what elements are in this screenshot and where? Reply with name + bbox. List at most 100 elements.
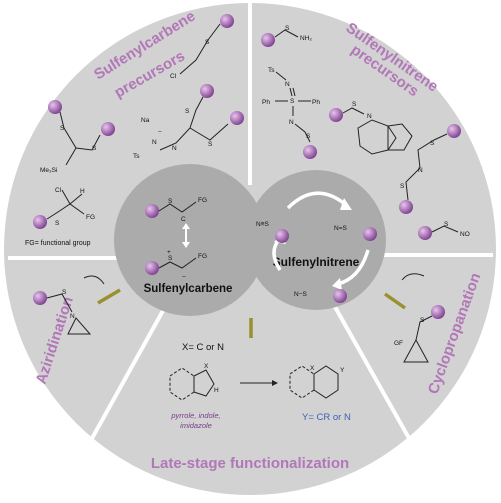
substituent-atom — [447, 124, 461, 138]
reaction-arrow — [240, 380, 278, 386]
nitrene-cycle: N≡S N=S N−S — [256, 191, 377, 303]
atom-label: S — [55, 220, 60, 227]
nitrene-precursor-norbornadiene: S N — [329, 101, 413, 155]
substituent-atom — [275, 229, 289, 243]
atom-label: N=S — [334, 225, 347, 232]
atom-label: Ph — [262, 99, 270, 106]
carbene-precursor-chloro: S Cl H FG FG= functional group — [25, 187, 95, 247]
substituent-atom — [261, 33, 275, 47]
atom-label: S — [208, 141, 213, 148]
substituent-atom — [101, 122, 115, 136]
atom-label: X — [204, 363, 209, 370]
atom-label: S — [306, 133, 311, 140]
atom-label: S — [444, 221, 449, 228]
carbene-molecule-bottom: S FG + − — [145, 249, 207, 281]
carbene-molecule-top: S FG C — [145, 197, 207, 223]
atom-label: S — [430, 140, 435, 147]
atom-label: Cl — [170, 73, 177, 80]
carbene-arrow — [182, 223, 190, 248]
atom-label: N — [70, 313, 75, 320]
atom-label: S — [185, 108, 190, 115]
nitrene-precursor-sulfenamide: S NH₂ — [261, 25, 312, 47]
carbene-circle — [114, 164, 266, 316]
atom-label: C — [181, 216, 186, 223]
atom-label: − — [158, 129, 162, 136]
substituent-atom — [48, 100, 62, 114]
substituent-atom — [329, 108, 343, 122]
atom-label: NH₂ — [300, 35, 312, 42]
nitrene-precursor-thionitrite: S NO — [418, 221, 470, 240]
y-label: Y= CR or N — [302, 412, 351, 423]
atom-label: − — [182, 274, 186, 281]
x-label: X= C or N — [182, 342, 224, 353]
substituent-atom — [33, 215, 47, 229]
atom-label: S — [168, 255, 173, 262]
atom-label: FG — [198, 253, 207, 260]
substituent-atom — [303, 145, 317, 159]
atom-label: S — [420, 317, 425, 324]
carbene-label: Sulfenylcarbene — [144, 283, 233, 295]
atom-label: + — [167, 249, 171, 256]
atom-label: NO — [460, 231, 470, 238]
atom-label: FG — [86, 214, 95, 221]
nitrene-label: Sulfenylnitrene — [273, 255, 360, 269]
substituent-atom — [145, 261, 159, 275]
fg-note: FG= functional group — [25, 240, 91, 247]
substituent-atom — [399, 200, 413, 214]
heteroarene-structure: X H — [169, 363, 219, 401]
substituent-atom — [333, 289, 347, 303]
atom-label: S — [60, 125, 65, 132]
azine-structure: X Y — [289, 365, 345, 399]
atom-label: X — [310, 365, 315, 372]
atom-label: S — [62, 289, 67, 296]
substituent-atom — [33, 291, 47, 305]
atom-label: S — [168, 198, 173, 205]
substituent-atom — [230, 111, 244, 125]
atom-label: N≡S — [256, 221, 269, 228]
carbene-precursor-chloride: S Cl — [170, 14, 234, 80]
atom-label: GF — [394, 340, 403, 347]
atom-label: N — [418, 167, 423, 174]
title-late-stage: Late-stage functionalization — [151, 455, 349, 472]
connector-cyclopropanation — [383, 292, 407, 310]
atom-label: Na — [141, 117, 150, 124]
atom-label: N — [289, 119, 294, 126]
atom-label: Y — [340, 367, 345, 374]
substituent-atom — [418, 226, 432, 240]
nitrene-precursor-disulfide: S N S — [399, 124, 461, 214]
atom-label: Cl — [55, 187, 62, 194]
atom-label: S — [400, 183, 405, 190]
atom-label: H — [80, 188, 85, 195]
segment-dividers — [8, 3, 493, 461]
atom-label: N — [152, 139, 157, 146]
atom-label: FG — [198, 197, 207, 204]
atom-label: Ts — [268, 67, 275, 74]
atom-label: Me₃Si — [40, 167, 57, 174]
atom-label: Ph — [312, 99, 320, 106]
substituent-atom — [431, 305, 445, 319]
substituent-atom — [363, 227, 377, 241]
substrates-line2: imidazole — [180, 421, 212, 430]
substituent-atom — [200, 84, 214, 98]
carbene-precursor-tosylhydrazone: S S Na − N N Ts — [133, 84, 244, 160]
atom-label: Ts — [133, 153, 140, 160]
atom-label: S — [92, 145, 97, 152]
atom-label: N — [367, 113, 372, 120]
atom-label: S — [352, 101, 357, 108]
substituent-atom — [145, 204, 159, 218]
cyclopropane-structure: S GF — [394, 273, 445, 363]
atom-label: S — [205, 39, 210, 46]
atom-label: N — [172, 145, 177, 152]
nitrene-precursor-sulfilimine: Ts N S Ph Ph N S — [262, 67, 320, 159]
atom-label: S — [285, 25, 290, 32]
nitrene-circle — [246, 170, 386, 310]
substrates-line1: pyrrole, indole, — [170, 411, 220, 420]
atom-label: N−S — [294, 291, 307, 298]
aziridine-structure: S N — [33, 275, 105, 335]
connector-aziridination — [97, 288, 121, 305]
atom-label: N — [285, 81, 290, 88]
substituent-atom — [220, 14, 234, 28]
atom-label: H — [214, 387, 219, 394]
